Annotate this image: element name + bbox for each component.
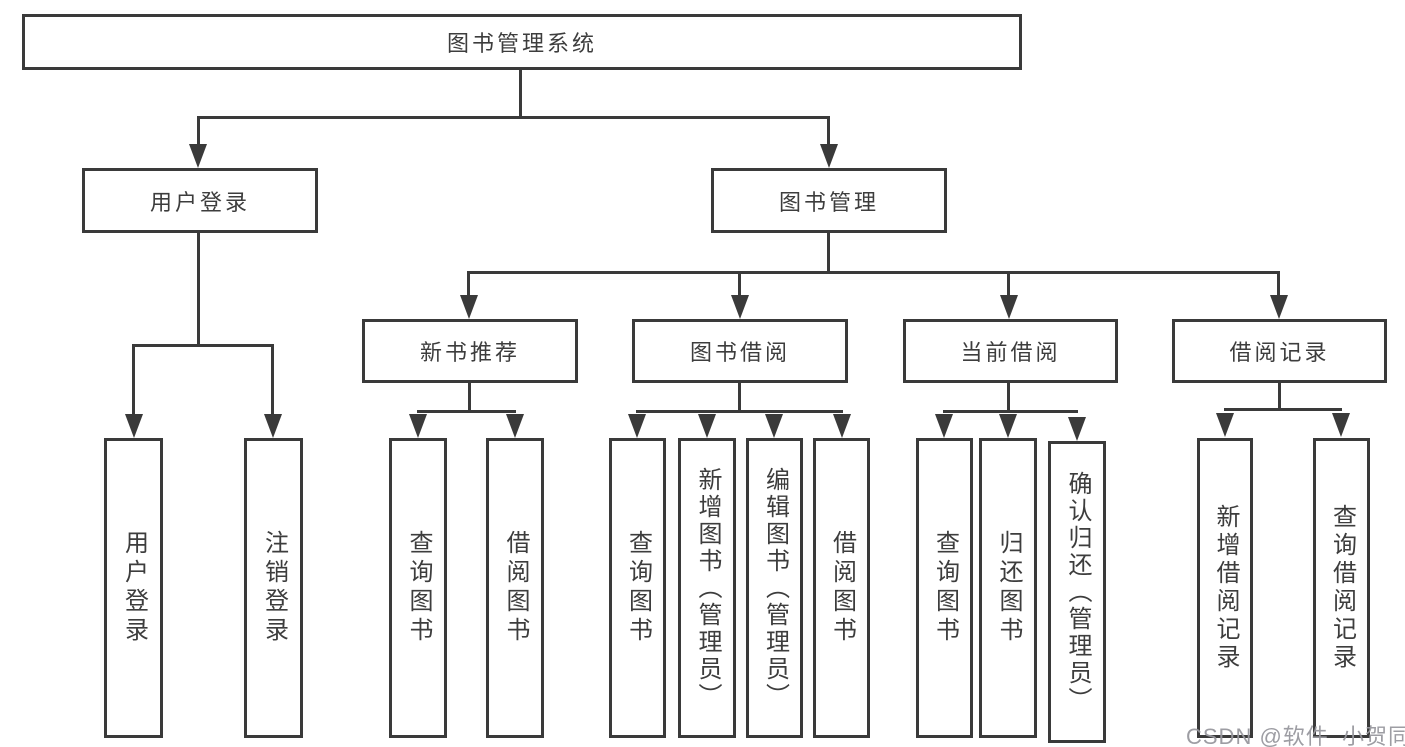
connector-line	[827, 233, 830, 274]
leaf-edit-books-admin: 编辑图书（管理员）	[746, 438, 803, 738]
arrowhead	[628, 414, 646, 438]
leaf-label: 确认归还（管理员）	[1064, 470, 1091, 714]
leaf-query-books-borrowing: 查询图书	[609, 438, 666, 738]
leaf-return-books: 归还图书	[979, 438, 1037, 738]
leaf-add-books-admin: 新增图书（管理员）	[678, 438, 736, 738]
arrowhead	[1216, 413, 1234, 437]
node-label: 新书推荐	[419, 340, 520, 365]
leaf-borrow-books-recommend: 借阅图书	[486, 438, 544, 738]
arrowhead	[698, 414, 716, 438]
watermark: CSDN @软件_小贺同学	[1186, 724, 1405, 747]
leaf-label: 新增图书（管理员）	[694, 466, 721, 710]
arrowhead	[1000, 295, 1018, 319]
connector-line	[738, 274, 741, 298]
connector-line	[636, 410, 843, 413]
arrowhead	[506, 414, 524, 438]
arrowhead	[731, 295, 749, 319]
node-library-management-system: 图书管理系统	[22, 14, 1022, 70]
connector-line	[467, 271, 1280, 274]
arrowhead	[125, 414, 143, 438]
leaf-label: 新增借阅记录	[1212, 504, 1239, 672]
connector-line	[197, 116, 830, 119]
connector-line	[827, 119, 830, 147]
arrowhead	[999, 414, 1017, 438]
node-user-login: 用户登录	[82, 168, 318, 233]
leaf-user-login: 用户登录	[104, 438, 163, 738]
arrowhead	[189, 144, 207, 168]
connector-line	[271, 347, 274, 416]
arrowhead	[820, 144, 838, 168]
leaf-add-borrow-record: 新增借阅记录	[1197, 438, 1253, 738]
connector-line	[467, 274, 470, 298]
leaf-borrow-books-borrowing: 借阅图书	[813, 438, 870, 738]
connector-line	[132, 347, 135, 416]
connector-line	[132, 344, 274, 347]
leaf-label: 查询图书	[405, 530, 432, 646]
node-label: 当前借阅	[960, 340, 1061, 365]
leaf-label: 查询图书	[931, 530, 959, 646]
connector-line	[943, 410, 1078, 413]
leaf-query-borrow-record: 查询借阅记录	[1313, 438, 1370, 738]
node-current-borrowing: 当前借阅	[903, 319, 1118, 383]
arrowhead	[1332, 413, 1350, 437]
connector-line	[1224, 408, 1342, 411]
connector-line	[519, 70, 522, 119]
node-borrowing-records: 借阅记录	[1172, 319, 1387, 383]
arrowhead	[935, 414, 953, 438]
connector-line	[197, 233, 200, 347]
connector-line	[738, 383, 741, 413]
leaf-confirm-return-admin: 确认归还（管理员）	[1048, 441, 1106, 743]
connector-line	[1007, 274, 1010, 298]
node-label: 图书借阅	[689, 340, 790, 365]
arrowhead	[460, 295, 478, 319]
connector-line	[417, 410, 516, 413]
node-label: 借阅记录	[1229, 340, 1330, 365]
leaf-query-books-recommend: 查询图书	[389, 438, 447, 738]
arrowhead	[1068, 417, 1086, 441]
node-label: 用户登录	[149, 189, 250, 215]
leaf-label: 查询借阅记录	[1328, 504, 1356, 672]
leaf-label: 借阅图书	[828, 530, 856, 646]
node-label: 图书管理系统	[446, 31, 597, 56]
node-new-book-recommend: 新书推荐	[362, 319, 578, 383]
leaf-logout: 注销登录	[244, 438, 303, 738]
node-book-borrowing: 图书借阅	[632, 319, 848, 383]
arrowhead	[1270, 295, 1288, 319]
connector-line	[1278, 383, 1281, 411]
connector-line	[468, 383, 471, 413]
arrowhead	[833, 414, 851, 438]
arrowhead	[264, 414, 282, 438]
leaf-label: 注销登录	[260, 530, 288, 646]
leaf-label: 查询图书	[624, 530, 652, 646]
arrowhead	[409, 414, 427, 438]
arrowhead	[765, 414, 783, 438]
connector-line	[1007, 383, 1010, 413]
connector-line	[1277, 274, 1280, 298]
node-label: 图书管理	[778, 189, 879, 215]
node-book-management: 图书管理	[711, 168, 947, 233]
leaf-query-books-current: 查询图书	[916, 438, 973, 738]
leaf-label: 借阅图书	[502, 530, 529, 646]
leaf-label: 编辑图书（管理员）	[761, 466, 789, 710]
connector-line	[197, 119, 200, 147]
leaf-label: 归还图书	[995, 530, 1022, 646]
leaf-label: 用户登录	[120, 530, 148, 646]
